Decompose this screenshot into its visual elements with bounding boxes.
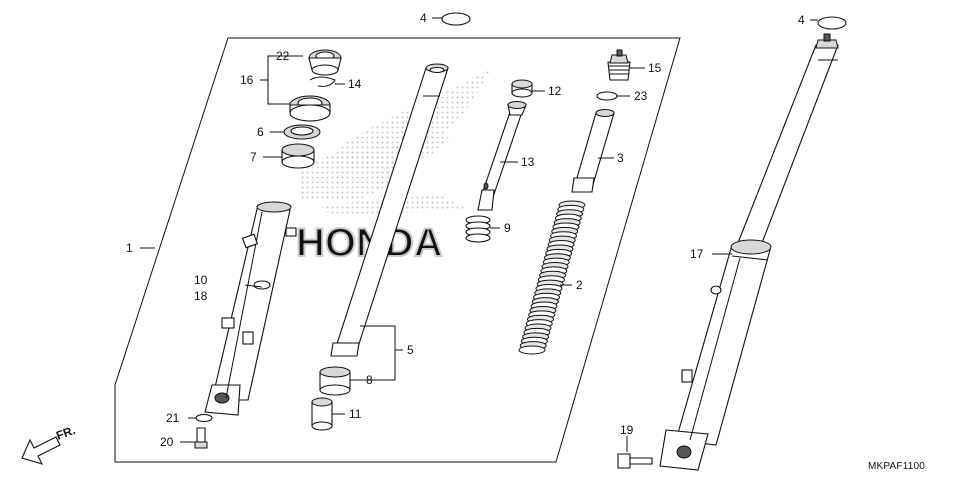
socket-bolt bbox=[194, 427, 208, 449]
outer-tube-left bbox=[204, 201, 297, 416]
callout-6: 6 bbox=[257, 125, 264, 139]
callout-8: 8 bbox=[366, 373, 373, 387]
callout-13: 13 bbox=[521, 155, 535, 169]
callout-17: 17 bbox=[690, 247, 704, 261]
callout-20: 20 bbox=[160, 435, 174, 449]
washer bbox=[195, 413, 213, 423]
fork-spacer bbox=[571, 109, 615, 193]
callout-22: 22 bbox=[276, 49, 290, 63]
callout-21: 21 bbox=[166, 411, 180, 425]
slider-bush bbox=[311, 397, 333, 431]
fork-tube bbox=[330, 63, 449, 357]
callout-4-right: 4 bbox=[798, 13, 805, 27]
drain-bolt bbox=[617, 453, 653, 469]
guide-bush-upper bbox=[281, 143, 315, 169]
callout-12: 12 bbox=[548, 84, 562, 98]
stopper-ring bbox=[309, 76, 336, 87]
spring-coil bbox=[518, 345, 546, 355]
back-up-ring bbox=[283, 124, 321, 140]
dust-seal bbox=[308, 49, 342, 76]
callout-1: 1 bbox=[126, 241, 133, 255]
callout-2: 2 bbox=[576, 278, 583, 292]
callout-16: 16 bbox=[240, 73, 254, 87]
callout-18: 18 bbox=[194, 289, 208, 303]
callout-19: 19 bbox=[620, 423, 634, 437]
fork-assembly-right bbox=[659, 33, 839, 471]
fork-spring bbox=[518, 200, 586, 355]
o-ring-top-left bbox=[441, 12, 471, 26]
callout-15: 15 bbox=[648, 61, 662, 75]
fork-bolt bbox=[607, 49, 631, 81]
callout-14: 14 bbox=[348, 77, 362, 91]
callout-5: 5 bbox=[407, 343, 414, 357]
callout-11: 11 bbox=[349, 407, 362, 421]
o-ring bbox=[596, 91, 618, 101]
callout-23: 23 bbox=[634, 89, 648, 103]
damper-rod bbox=[477, 101, 527, 211]
guide-bush bbox=[319, 366, 351, 396]
callout-3: 3 bbox=[617, 151, 624, 165]
diagram-code: MKPAF1100 bbox=[868, 461, 925, 472]
rebound-spring bbox=[465, 215, 491, 243]
oil-seal bbox=[289, 95, 331, 122]
piston-ring bbox=[511, 79, 533, 98]
callout-7: 7 bbox=[250, 150, 257, 164]
o-ring-top-right bbox=[817, 16, 847, 30]
callout-9: 9 bbox=[504, 221, 511, 235]
front-direction-arrow bbox=[21, 436, 61, 465]
front-direction-label: FR. bbox=[54, 423, 77, 443]
callout-10: 10 bbox=[194, 273, 208, 287]
assembly-outline bbox=[114, 37, 681, 463]
callout-4-left: 4 bbox=[420, 11, 427, 25]
